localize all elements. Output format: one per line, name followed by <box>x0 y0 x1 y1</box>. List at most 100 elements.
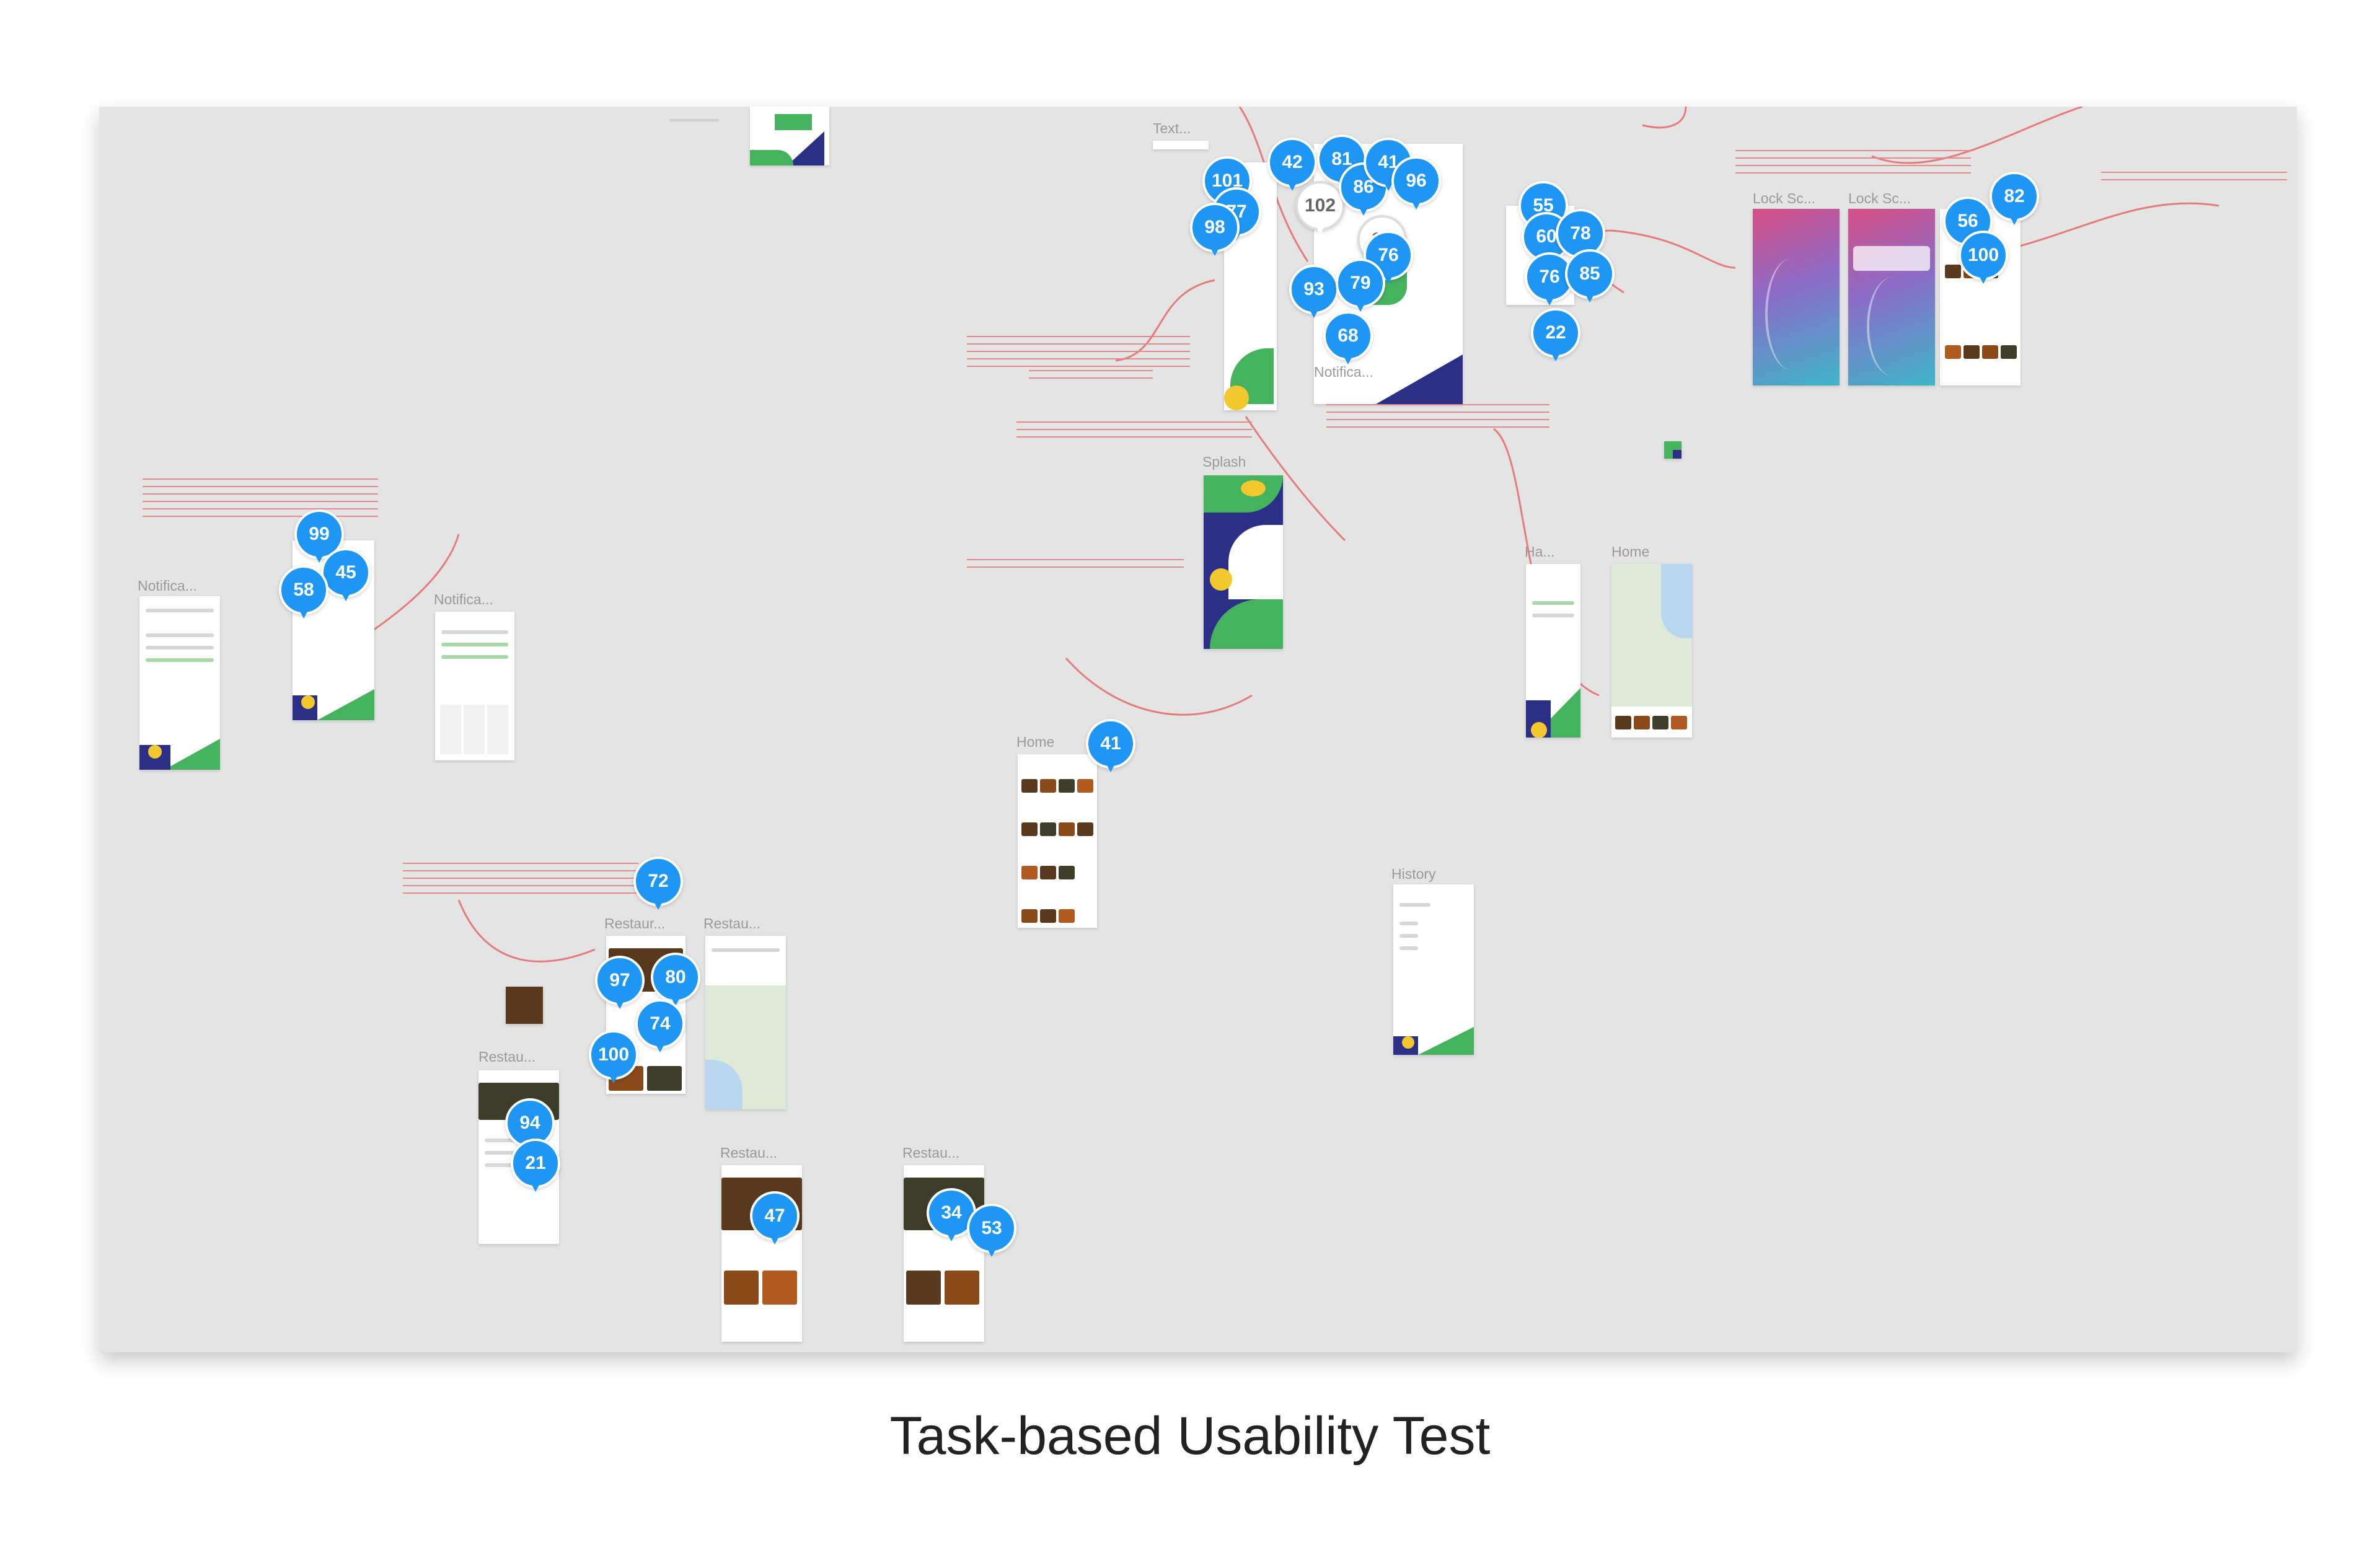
line <box>146 609 214 612</box>
marker-count: 60 <box>1536 226 1557 247</box>
marker-tip <box>983 1241 1000 1257</box>
click-marker[interactable]: 102 <box>1295 181 1345 240</box>
frame-label-restau-3: Restau... <box>478 1049 536 1065</box>
food-thumb <box>1963 345 1980 359</box>
food-thumb <box>1021 822 1038 836</box>
lock-wave <box>1867 277 1919 376</box>
frame-lock-screen-2[interactable] <box>1848 209 1935 385</box>
food-thumb <box>724 1271 759 1305</box>
food-thumb <box>1615 716 1631 729</box>
frame-home-list[interactable] <box>1018 754 1097 928</box>
annotation-note <box>1029 370 1153 385</box>
food-thumb <box>1077 779 1093 793</box>
frame-text-input[interactable] <box>1153 141 1209 149</box>
splash-green-bottom <box>1210 599 1283 649</box>
click-marker[interactable]: 53 <box>967 1204 1016 1263</box>
marker-count: 79 <box>1350 273 1371 293</box>
click-marker[interactable]: 98 <box>1190 203 1240 262</box>
click-marker[interactable]: 99 <box>294 509 344 569</box>
food-thumb <box>1040 779 1056 793</box>
food-thumb <box>1021 909 1038 923</box>
marker-tip <box>1311 218 1329 234</box>
click-marker[interactable]: 45 <box>321 548 371 607</box>
green-block <box>775 114 812 130</box>
marker-tip <box>1408 193 1425 209</box>
food-thumb <box>1634 716 1650 729</box>
marker-tip <box>611 993 628 1009</box>
frame-label-text: Text... <box>1153 120 1191 136</box>
frame-notifica-left[interactable] <box>139 596 220 770</box>
marker-count: 76 <box>1539 267 1560 287</box>
click-marker[interactable]: 80 <box>651 953 700 1012</box>
click-marker[interactable]: 100 <box>1959 231 2008 290</box>
frame-label-lock-2: Lock Sc... <box>1848 190 1911 206</box>
frame-splash[interactable] <box>1204 475 1283 649</box>
marker-count: 41 <box>1100 733 1121 754</box>
marker-tip <box>1305 302 1323 318</box>
line <box>146 633 214 637</box>
click-marker[interactable]: 58 <box>279 565 328 625</box>
line <box>485 1139 528 1142</box>
click-marker[interactable]: 42 <box>1267 138 1317 197</box>
click-marker[interactable]: 79 <box>1336 258 1385 318</box>
click-marker[interactable]: 68 <box>1323 311 1373 371</box>
small-food-thumb[interactable] <box>506 987 543 1024</box>
small-logo-thumb[interactable] <box>1664 441 1681 459</box>
frame-lock-screen-1[interactable] <box>1753 209 1840 385</box>
marker-count: 53 <box>981 1218 1002 1238</box>
green-corner <box>317 689 374 720</box>
click-marker[interactable]: 85 <box>1565 249 1615 309</box>
click-marker[interactable]: 97 <box>595 956 645 1015</box>
frame-label-notifica-mid: Notifica... <box>434 591 493 607</box>
food-thumb <box>1021 779 1038 793</box>
marker-count: 98 <box>1204 217 1225 237</box>
frame-ha[interactable] <box>1526 564 1580 738</box>
splash-yellow <box>1241 480 1266 496</box>
food-thumb <box>1059 909 1075 923</box>
marker-tip <box>651 1036 669 1052</box>
marker-count: 85 <box>1579 263 1600 284</box>
frame-history[interactable] <box>1393 884 1474 1055</box>
frame-restau-map[interactable] <box>705 936 786 1109</box>
food-thumb <box>1652 716 1668 729</box>
splash-yellow-bottom <box>1210 568 1232 591</box>
annotation-note <box>143 478 378 522</box>
frame-label-notifica-top: Notifica... <box>1314 364 1373 380</box>
splash-green-top <box>1204 475 1283 513</box>
marker-tip <box>1102 756 1119 772</box>
click-marker[interactable]: 74 <box>635 999 685 1059</box>
annotation-note <box>1735 150 1971 175</box>
marker-count: 58 <box>293 579 314 600</box>
food-thumb <box>1059 779 1075 793</box>
line <box>441 630 508 634</box>
green-corner <box>164 739 220 770</box>
navy-corner <box>1376 355 1463 404</box>
marker-tip <box>1975 268 1992 284</box>
click-marker[interactable]: 82 <box>1990 172 2039 231</box>
line <box>485 1151 522 1155</box>
logo-frame[interactable] <box>750 107 829 165</box>
prototype-canvas[interactable]: Text... Notifica... Splash Lock Sc... Lo… <box>99 107 2297 1352</box>
click-marker[interactable]: 93 <box>1289 265 1339 324</box>
marker-count: 47 <box>764 1205 785 1226</box>
marker-count: 76 <box>1378 245 1399 265</box>
click-marker[interactable]: 47 <box>750 1191 800 1251</box>
click-marker[interactable]: 41 <box>1086 719 1135 778</box>
food-thumb <box>762 1271 797 1305</box>
click-marker[interactable]: 72 <box>633 857 683 916</box>
line <box>441 643 508 646</box>
marker-tip <box>1352 296 1369 312</box>
click-marker[interactable]: 21 <box>511 1139 560 1198</box>
food-thumb <box>1945 265 1961 278</box>
frame-home-map[interactable] <box>1611 564 1692 738</box>
frame-notifica-keypad[interactable] <box>435 612 514 760</box>
line <box>1399 903 1430 907</box>
click-marker[interactable]: 96 <box>1391 156 1441 216</box>
click-marker[interactable]: 100 <box>589 1030 638 1090</box>
marker-count: 99 <box>309 524 330 544</box>
line <box>1399 946 1418 950</box>
marker-count: 74 <box>650 1013 671 1034</box>
food-thumb <box>647 1066 682 1091</box>
click-marker[interactable]: 22 <box>1531 308 1580 368</box>
food-thumb <box>1040 866 1056 879</box>
